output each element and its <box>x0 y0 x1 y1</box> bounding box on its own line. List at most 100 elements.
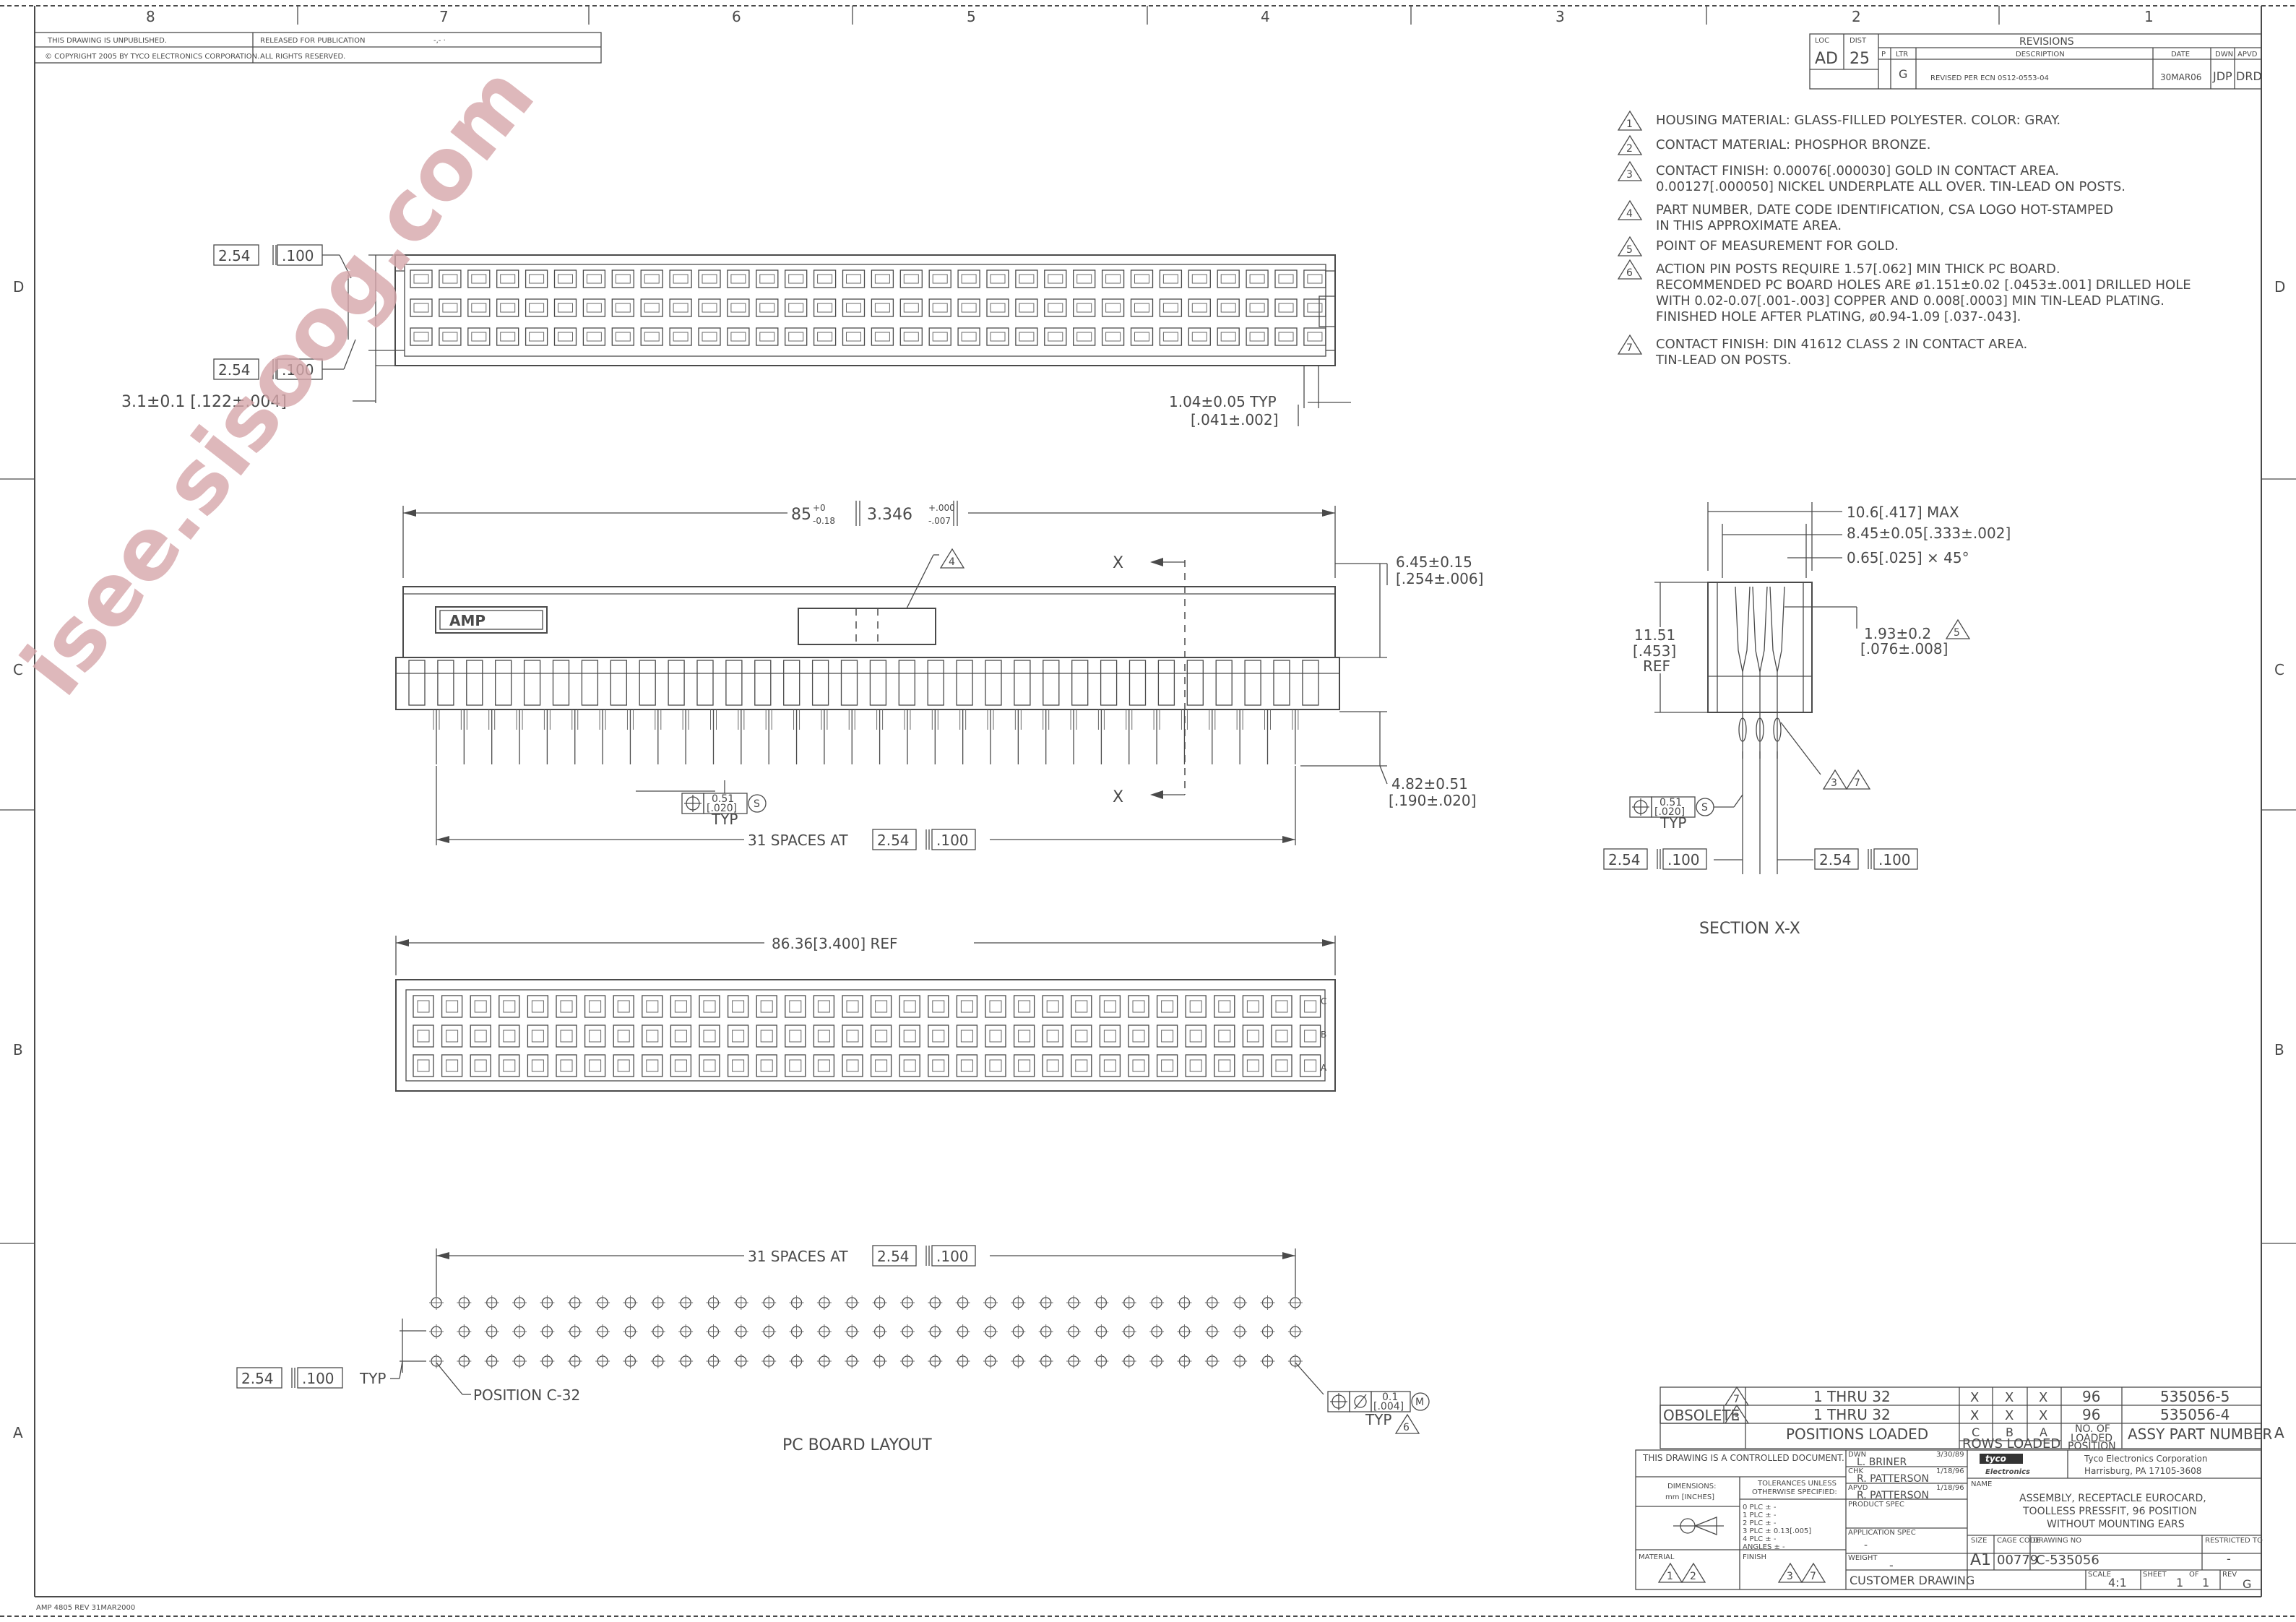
bottom-cell-hole <box>732 1059 745 1072</box>
top-cell-slot <box>1048 332 1063 342</box>
top-cell <box>1015 269 1038 288</box>
bottom-cell <box>813 1054 835 1077</box>
front-tooth <box>1043 660 1060 706</box>
parts-hdr-loaded: LOADED <box>2071 1433 2112 1444</box>
top-cell <box>1303 269 1326 288</box>
rev-apvd: DRD <box>2236 69 2262 83</box>
top-cell <box>640 269 663 288</box>
top-cell-slot <box>615 332 631 342</box>
bottom-cell <box>413 1054 434 1077</box>
top-cell <box>611 298 634 317</box>
top-cell <box>1159 327 1183 346</box>
parts-row1-part: 535056-5 <box>2160 1388 2230 1405</box>
bottom-cell-hole <box>1046 1000 1059 1013</box>
top-cell <box>1044 327 1067 346</box>
top-cell-slot <box>874 303 890 313</box>
tb-tol-4: 4 PLC ± - <box>1743 1535 1777 1543</box>
bottom-cell-hole <box>446 1000 459 1013</box>
bottom-cell <box>1013 1054 1035 1077</box>
top-cell-slot <box>413 332 429 342</box>
bottom-cell <box>441 995 463 1018</box>
bottom-cell-hole <box>760 1000 773 1013</box>
top-view: 2.54 .100 2.54 .100 3.1±0.1 [.122±.004] … <box>121 244 1351 428</box>
copyright-text: © COPYRIGHT 2005 BY TYCO ELECTRONICS COR… <box>45 53 259 61</box>
top-cell-slot <box>1162 274 1178 284</box>
front-tooth <box>1302 660 1319 706</box>
section-note3: 3 <box>1831 777 1837 789</box>
top-cell <box>928 327 951 346</box>
section-right-100: .100 <box>1878 851 1911 868</box>
zone-row-d-right: D <box>2274 278 2285 296</box>
bottom-cell <box>1042 1054 1063 1077</box>
bottom-cell <box>1013 995 1035 1018</box>
bottom-cell-hole <box>732 1030 745 1043</box>
tb-of: 1 <box>2202 1576 2209 1589</box>
top-cell <box>1101 327 1125 346</box>
front-dim-3346: 3.346 <box>867 506 912 524</box>
parts-row1-flag: 7 <box>1733 1394 1740 1405</box>
top-cell <box>525 327 548 346</box>
top-cell <box>410 298 433 317</box>
bottom-view: 86.36[3.400] REF C B A <box>395 931 1336 1092</box>
top-cell <box>1044 269 1067 288</box>
tb-tol-1: 1 PLC ± - <box>1743 1511 1777 1519</box>
bottom-cell <box>1271 995 1292 1018</box>
parts-row2-obsolete: OBSOLETE <box>1663 1407 1740 1424</box>
note-2-line-1: CONTACT MATERIAL: PHOSPHOR BRONZE. <box>1656 137 1931 152</box>
bottom-cell <box>1071 1024 1092 1048</box>
front-dim-3346-up: +.000 <box>928 503 955 513</box>
top-cell-slot <box>730 274 746 284</box>
top-cell <box>496 298 519 317</box>
tb-size: A1 <box>1970 1551 1991 1569</box>
top-cell-slot <box>1220 274 1236 284</box>
note-3-line-2: 0.00127[.000050] NICKEL UNDERPLATE ALL O… <box>1656 179 2125 194</box>
bottom-cell-hole <box>1304 1000 1317 1013</box>
bottom-cell <box>842 1024 863 1048</box>
bottom-cell-hole <box>1246 1059 1259 1072</box>
front-spaces-label: 31 SPACES AT <box>748 832 848 849</box>
bottom-cell <box>699 995 720 1018</box>
parts-row2-c: X <box>1970 1408 1979 1423</box>
front-tooth <box>754 660 772 706</box>
bottom-cell <box>1214 1054 1235 1077</box>
bottom-cell-hole <box>503 1000 516 1013</box>
pcb-typ: TYP <box>359 1370 387 1387</box>
bottom-cell-hole <box>674 1000 687 1013</box>
bottom-cell <box>584 1054 606 1077</box>
bottom-cell <box>813 995 835 1018</box>
bottom-cell <box>699 1024 720 1048</box>
tb-name-line1: ASSEMBLY, RECEPTACLE EUROCARD, <box>2019 1493 2206 1504</box>
rev-col-dwn: DWN <box>2215 51 2233 59</box>
bottom-cell <box>756 1024 777 1048</box>
top-cell-slot <box>990 274 1006 284</box>
top-cell-slot <box>990 332 1006 342</box>
bottom-cell <box>899 1024 920 1048</box>
bottom-cell <box>1242 1024 1264 1048</box>
parts-hdr-b: B <box>2006 1425 2014 1439</box>
bottom-cell <box>928 1024 949 1048</box>
top-cell <box>1101 298 1125 317</box>
bottom-cell <box>584 995 606 1018</box>
top-cell-slot <box>788 303 804 313</box>
bottom-cell-hole <box>417 1059 430 1072</box>
bottom-cell <box>1214 995 1235 1018</box>
top-cell-slot <box>442 274 458 284</box>
tb-scale-label: SCALE <box>2088 1571 2111 1579</box>
bottom-cell <box>584 1024 606 1048</box>
top-cell-slot <box>759 274 775 284</box>
top-cell-slot <box>1134 332 1149 342</box>
top-cell <box>640 327 663 346</box>
zone-col-7: 7 <box>439 8 449 25</box>
front-tooth <box>725 660 743 706</box>
bottom-cell <box>670 1024 692 1048</box>
top-dim-100a: .100 <box>282 247 314 264</box>
bottom-cell <box>1128 1024 1149 1048</box>
bottom-cell <box>899 1054 920 1077</box>
note-6-line-1: ACTION PIN POSTS REQUIRE 1.57[.062] MIN … <box>1656 262 2060 277</box>
bottom-cell-hole <box>589 1059 602 1072</box>
top-cell-slot <box>1019 274 1035 284</box>
note-4-line-1: PART NUMBER, DATE CODE IDENTIFICATION, C… <box>1656 202 2113 217</box>
top-view-contact-cells <box>410 269 1326 346</box>
front-tooth <box>783 660 800 706</box>
top-cell-slot <box>903 274 919 284</box>
